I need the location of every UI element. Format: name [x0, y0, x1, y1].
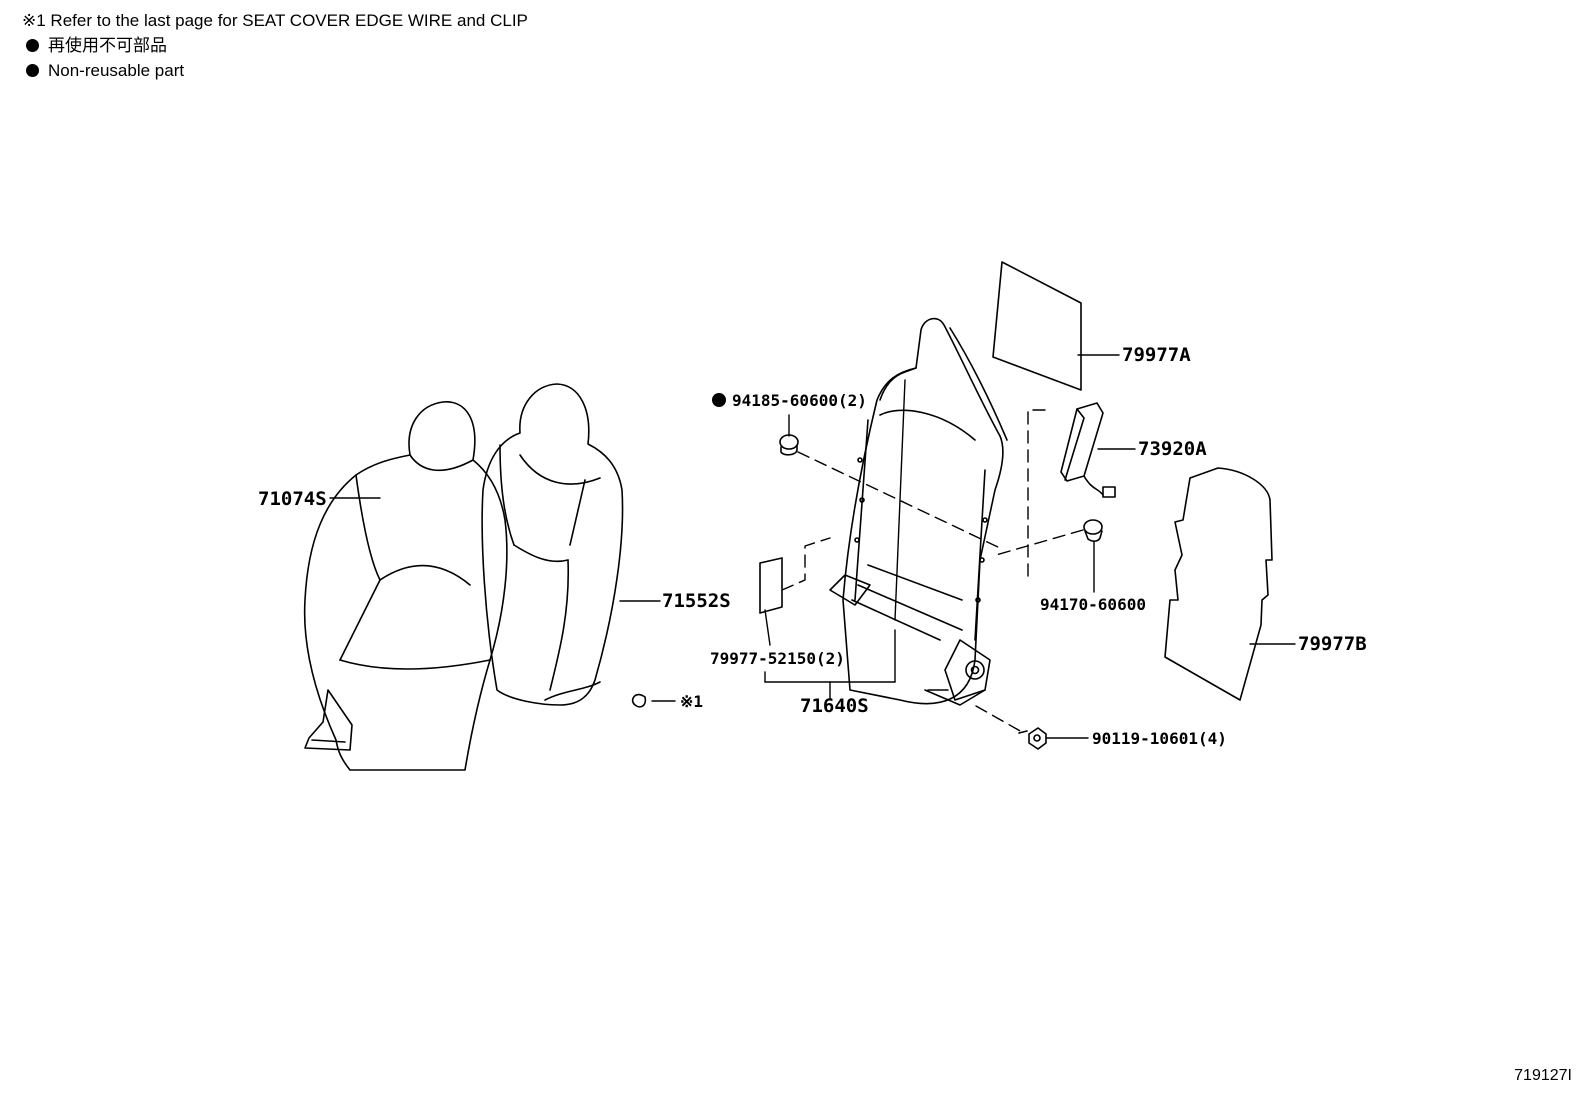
label-71074s: 71074S [258, 488, 327, 510]
nonreusable-dot-icon [26, 64, 39, 77]
leader-lines [329, 354, 1296, 739]
dashed-line-airbag [1027, 409, 1046, 579]
leader-71640s-frame [894, 379, 906, 621]
label-94170: 94170-60600 [1040, 595, 1146, 614]
nonreusable-part-dot-icon [712, 393, 726, 407]
label-90119: 90119-10601(4) [1092, 729, 1227, 748]
note-nonreusable-en: Non-reusable part [22, 58, 528, 83]
note-reference: ※1 Refer to the last page for SEAT COVER… [22, 11, 528, 30]
label-ref1: ※1 [680, 692, 703, 711]
small-pad-drawing [759, 557, 783, 614]
nut-94170-drawing [1083, 519, 1103, 542]
sheet-code: 719127I [1514, 1067, 1572, 1084]
dashed-line-bolt [975, 705, 1023, 733]
nut-94185-drawing [779, 434, 799, 456]
back-board-79977a-drawing [992, 261, 1082, 391]
clip-drawing [631, 693, 647, 708]
label-71552s: 71552S [662, 590, 731, 612]
dashed-line-pad [781, 537, 831, 591]
label-79977b: 79977B [1298, 633, 1367, 655]
seatback-pad-drawing [481, 383, 624, 706]
note-nonreusable-jp-text: 再使用不可部品 [48, 36, 167, 55]
notes-block: ※1 Refer to the last page for SEAT COVER… [22, 8, 528, 83]
seatback-frame-drawing [829, 317, 1008, 706]
label-71640s: 71640S [800, 695, 869, 717]
nonreusable-dot-icon [26, 39, 39, 52]
label-79977a: 79977A [1122, 344, 1191, 366]
label-73920a: 73920A [1138, 438, 1207, 460]
assembly-dashed-lines [781, 409, 1084, 733]
label-79977-52150: 79977-52150(2) [710, 649, 845, 668]
leader-79977-52150 [764, 609, 771, 646]
note-nonreusable-en-text: Non-reusable part [48, 61, 185, 80]
seat-cover-drawing [303, 401, 508, 771]
back-board-79977b-drawing [1164, 467, 1273, 701]
note-nonreusable-jp: 再使用不可部品 [22, 33, 528, 58]
airbag-assy-drawing [1060, 402, 1116, 498]
bolt-drawing [1018, 727, 1047, 750]
label-94185: 94185-60600(2) [732, 391, 867, 410]
dashed-line-nut2 [995, 529, 1084, 556]
